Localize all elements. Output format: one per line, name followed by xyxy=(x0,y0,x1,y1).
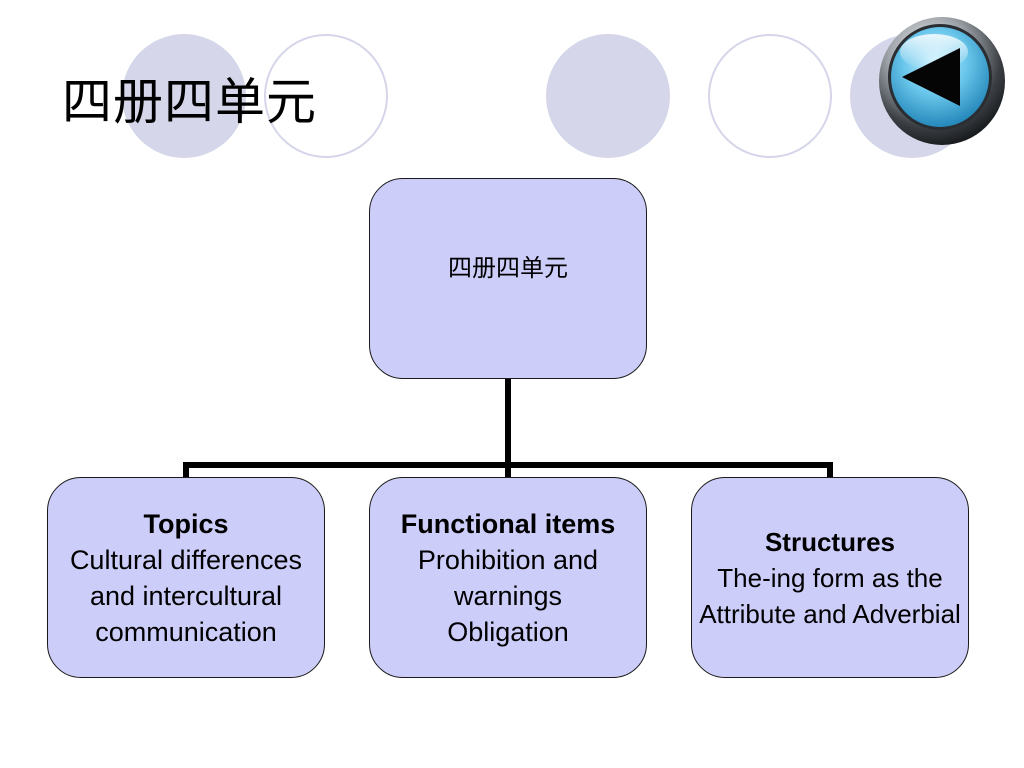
topics-line: Cultural differences xyxy=(69,544,303,575)
structures-heading: Structures xyxy=(764,526,896,557)
functional-items-heading: Functional items xyxy=(400,508,616,539)
topics-line: communication xyxy=(95,616,277,647)
back-button[interactable] xyxy=(872,6,1008,148)
topics-heading: Topics xyxy=(143,508,229,539)
structures-line: Attribute and Adverbial xyxy=(699,598,961,629)
root-node-label: 四册四单元 xyxy=(448,253,568,282)
functional-items-line: warnings xyxy=(453,580,563,611)
root-node: 四册四单元 xyxy=(369,178,647,379)
functional-items-line: Obligation xyxy=(447,616,569,647)
decor-ring xyxy=(708,34,832,158)
decor-ring xyxy=(264,34,388,158)
functional-items-node: Functional items Prohibition and warning… xyxy=(369,477,647,678)
structures-line: The-ing form as the xyxy=(717,562,943,593)
topics-line: and intercultural xyxy=(89,580,283,611)
decor-circle xyxy=(122,34,246,158)
decor-circle xyxy=(546,34,670,158)
functional-items-line: Prohibition and xyxy=(417,544,599,575)
topics-node: Topics Cultural differences and intercul… xyxy=(47,477,325,678)
structures-node: Structures The-ing form as the Attribute… xyxy=(691,477,969,678)
page-title: 四册四单元 xyxy=(62,73,317,131)
back-arrow-icon xyxy=(879,17,1005,145)
